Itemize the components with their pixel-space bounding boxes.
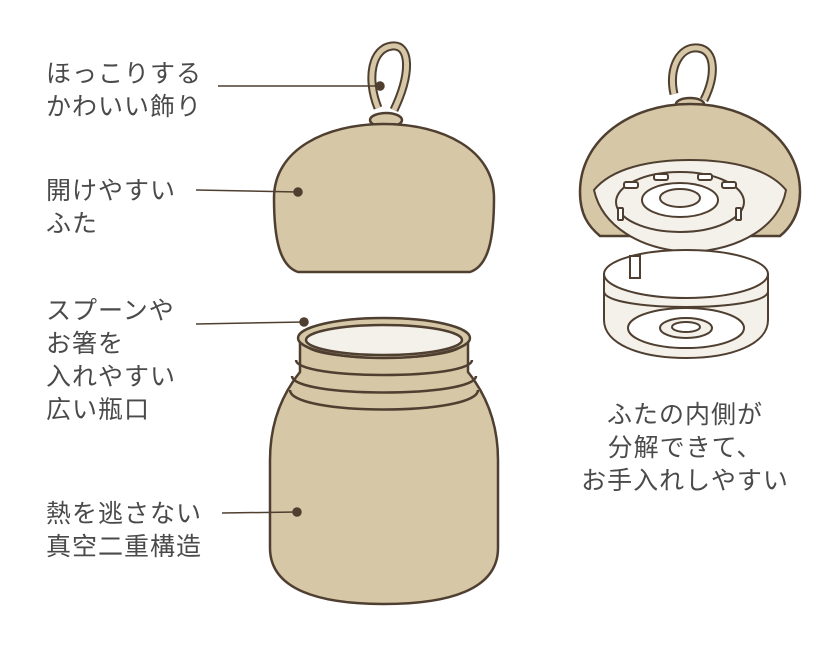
open-lid-inside [592,158,788,254]
body-label: 熱を逃さない 真空二重構造 [46,499,203,561]
mouth-label: スプーンや お箸を 入れやすい 広い瓶口 [46,296,177,424]
charm-label: ほっこりする かわいい飾り [46,59,203,121]
jar-body [268,316,500,606]
inner-lid-label: ふたの内側が 分解できて、 お手入れしやすい [581,400,789,495]
lid-label: 開けやすい ふた [46,176,177,238]
inner-cap [603,249,769,360]
leader-lines [195,81,385,517]
lid [272,122,496,274]
